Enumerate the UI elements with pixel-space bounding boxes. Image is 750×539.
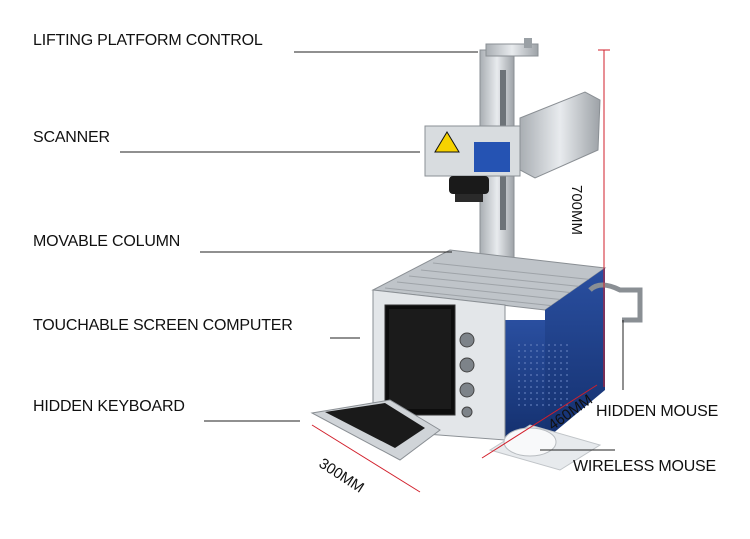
label-hidden-mouse: HIDDEN MOUSE <box>596 403 719 420</box>
cabinet <box>371 249 607 441</box>
wireless-mouse-part <box>488 424 602 471</box>
dim-height-label: 700MM <box>568 185 585 236</box>
label-scanner: SCANNER <box>33 129 110 146</box>
label-movable-column: MOVABLE COLUMN <box>33 233 181 250</box>
label-hidden-keyboard: HIDDEN KEYBOARD <box>33 398 185 415</box>
dim-line-depth <box>481 384 598 459</box>
keyboard-part <box>310 399 441 461</box>
dim-line-width <box>311 424 421 493</box>
scanner-part <box>424 91 601 202</box>
dimension-lines <box>311 49 610 493</box>
hidden-mouse-part <box>588 282 643 323</box>
label-lifting-platform-control: LIFTING PLATFORM CONTROL <box>33 32 263 49</box>
lifting-platform-part <box>485 38 539 57</box>
label-touchable-screen-computer: TOUCHABLE SCREEN COMPUTER <box>33 317 293 334</box>
label-wireless-mouse: WIRELESS MOUSE <box>573 458 717 475</box>
leader-lines <box>120 51 624 451</box>
